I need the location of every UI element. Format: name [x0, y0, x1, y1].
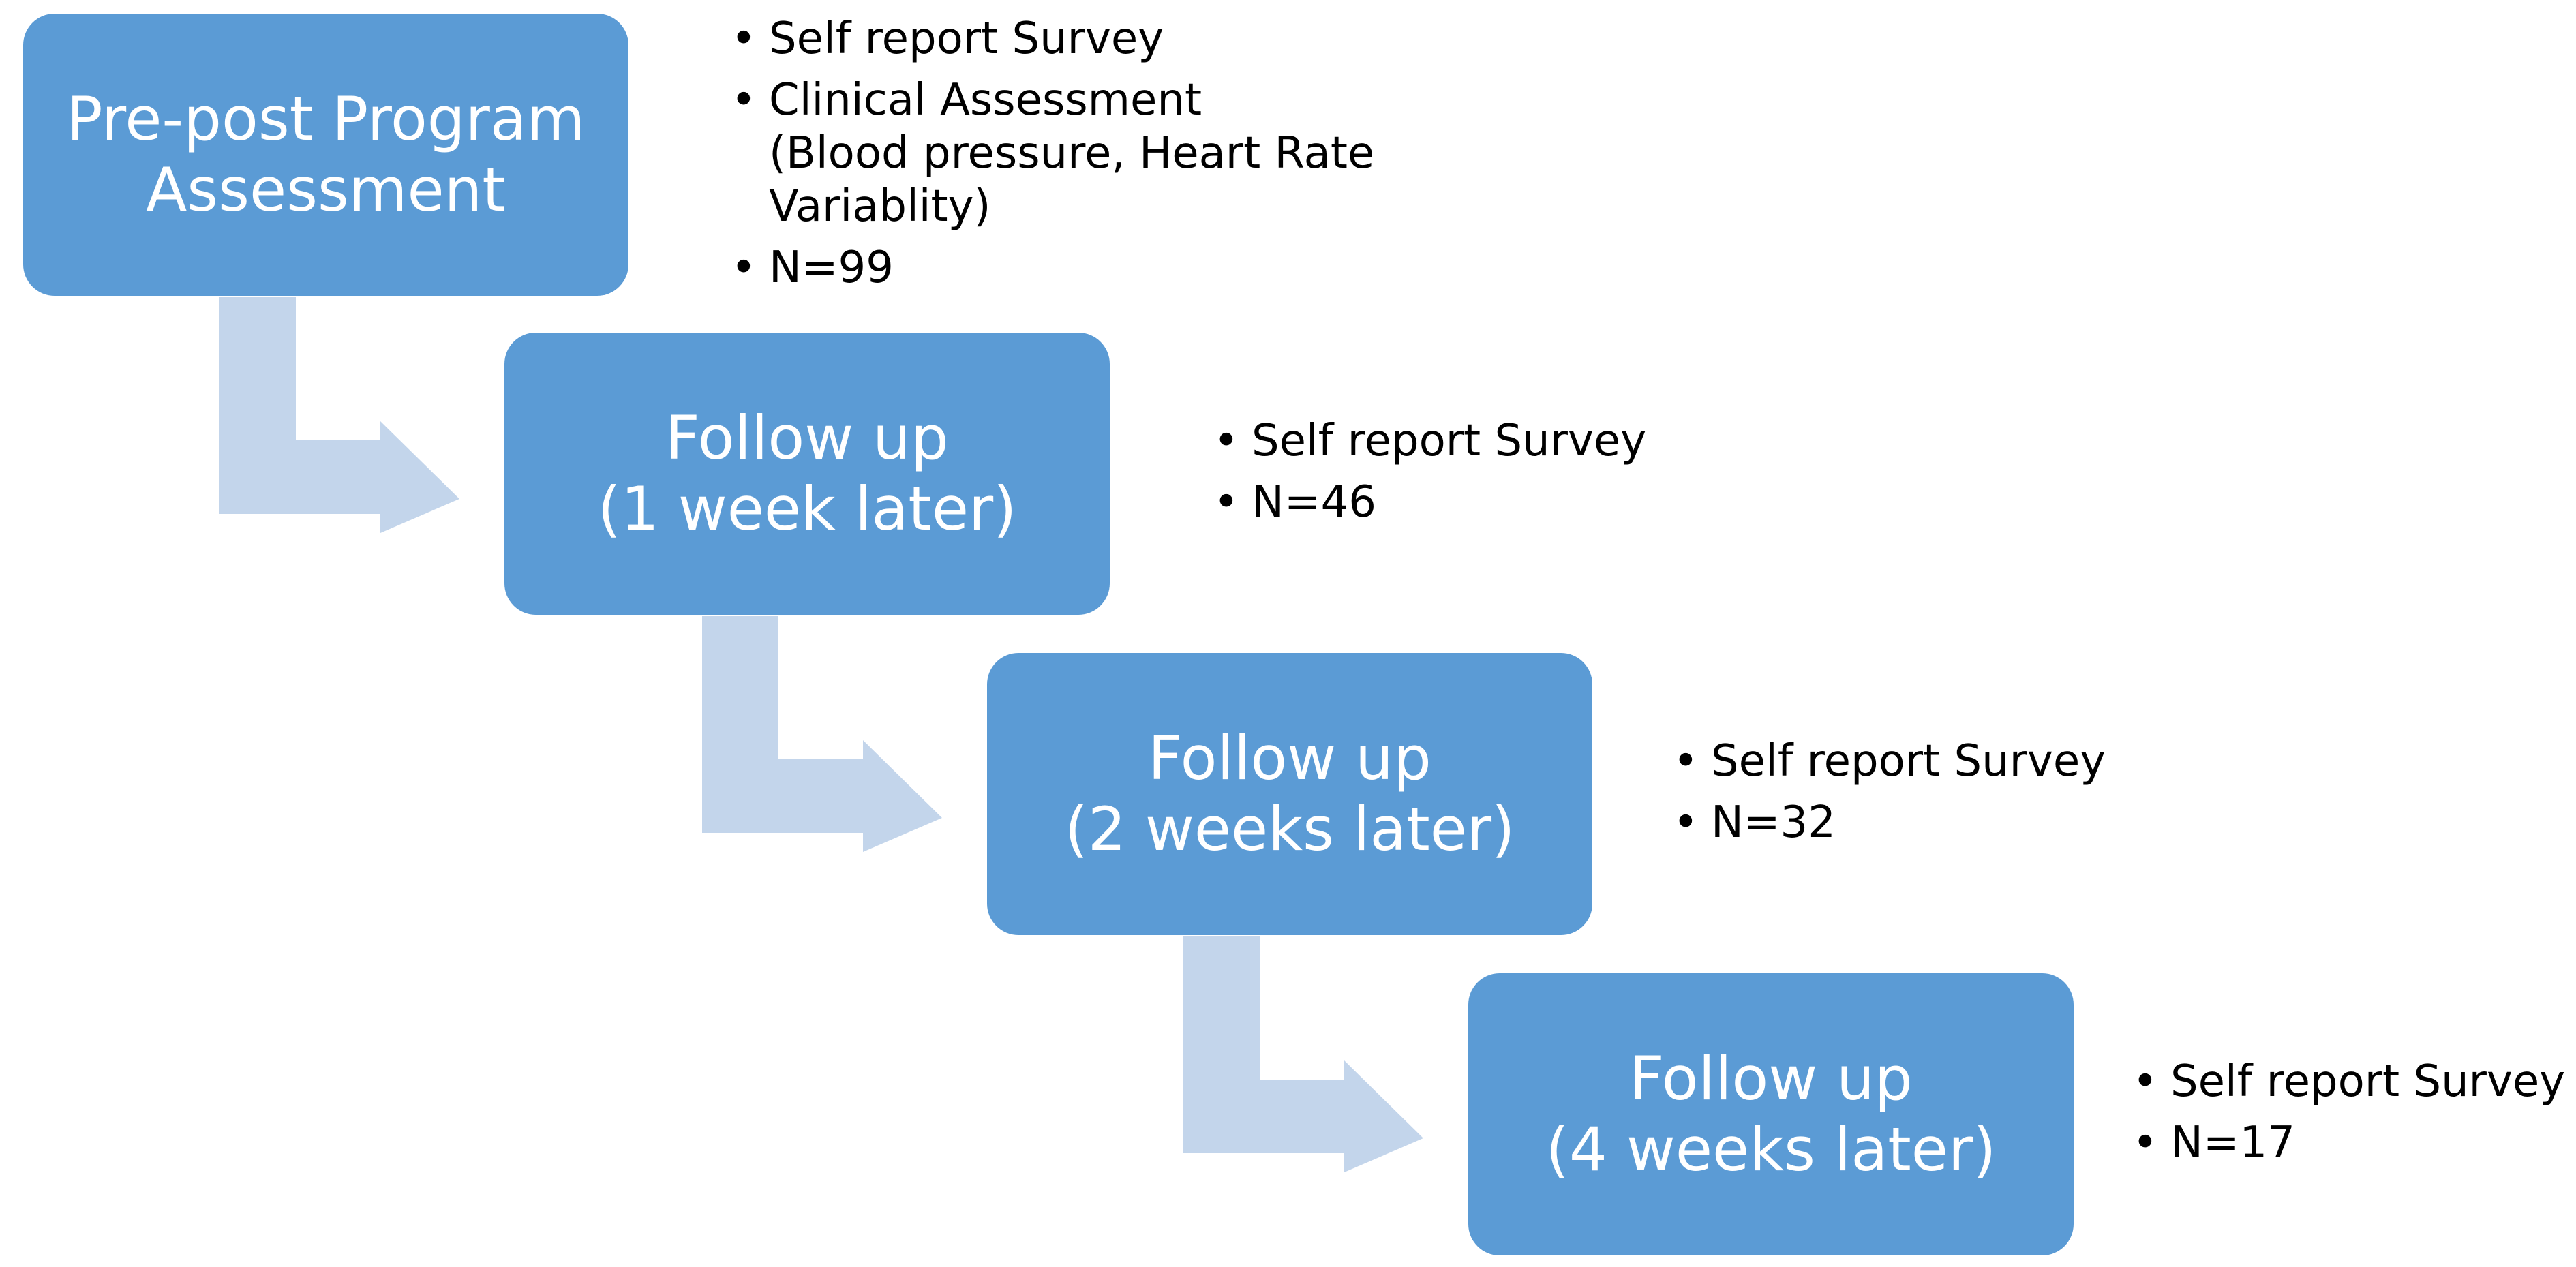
- bullet-item: • N=46: [1213, 476, 1646, 529]
- bullet-item: •N=17: [2132, 1116, 2565, 1170]
- bullet-text: N=17: [2170, 1118, 2295, 1168]
- bullet-text: N=46: [1252, 477, 1376, 528]
- bullet-text: Self report Survey: [1711, 736, 2106, 787]
- bullet-item: •N=99: [731, 241, 1374, 294]
- stage-box-pre-post-assessment: Pre-post Program Assessment: [23, 14, 628, 296]
- stage-box-follow-up-1-week: Follow up (1 week later): [504, 333, 1110, 615]
- bullet-text: Self report Survey: [2170, 1056, 2566, 1107]
- stage-4-bullet-list: •Self report Survey •N=17: [2132, 1055, 2565, 1178]
- bullet-item: •N=32: [1673, 796, 2106, 849]
- bullet-item: •Self report Survey: [731, 12, 1374, 65]
- bent-arrow-shape: [219, 297, 459, 533]
- stage-1-bullet-list: •Self report Survey •Clinical Assessment…: [731, 12, 1374, 303]
- bullet-dot: •: [731, 75, 757, 125]
- stage-title-line2: (1 week later): [597, 474, 1017, 544]
- bent-arrow-icon: [219, 297, 459, 533]
- bullet-text: Clinical Assessment (Blood pressure, Hea…: [769, 75, 1375, 232]
- stage-title-line1: Follow up: [1629, 1043, 1913, 1114]
- bullet-dot: •: [1213, 416, 1239, 466]
- bent-arrow-icon: [702, 616, 942, 852]
- stage-2-bullet-list: • Self report Survey • N=46: [1213, 414, 1646, 537]
- bent-arrow-shape: [702, 616, 942, 852]
- bullet-text: N=99: [769, 243, 894, 293]
- bullet-item: •Clinical Assessment (Blood pressure, He…: [731, 74, 1374, 233]
- bullet-dot: •: [731, 243, 757, 293]
- bullet-item: •Self report Survey: [1673, 735, 2106, 788]
- bullet-dot: •: [1673, 736, 1699, 787]
- stage-title-line1: Follow up: [1148, 723, 1431, 793]
- bullet-item: •Self report Survey: [2132, 1055, 2565, 1108]
- bullet-text: Self report Survey: [769, 14, 1164, 64]
- stage-title-line1: Pre-post Program: [66, 84, 586, 154]
- stage-title-line2: (2 weeks later): [1064, 794, 1515, 864]
- bullet-item: • Self report Survey: [1213, 414, 1646, 468]
- bent-arrow-shape: [1183, 936, 1423, 1172]
- stage-box-follow-up-2-weeks: Follow up (2 weeks later): [987, 653, 1592, 935]
- stage-box-follow-up-4-weeks: Follow up (4 weeks later): [1468, 973, 2074, 1255]
- bullet-dot: •: [731, 14, 757, 64]
- stage-title-line1: Follow up: [665, 403, 949, 473]
- stage-title-line2: (4 weeks later): [1545, 1114, 1997, 1185]
- bullet-dot: •: [2132, 1118, 2158, 1168]
- bullet-text: N=32: [1711, 797, 1836, 848]
- bullet-dot: •: [1213, 477, 1239, 528]
- stage-title-line2: Assessment: [146, 155, 506, 225]
- bent-arrow-icon: [1183, 936, 1423, 1172]
- bullet-dot: •: [2132, 1056, 2158, 1107]
- stage-3-bullet-list: •Self report Survey •N=32: [1673, 735, 2106, 857]
- bullet-dot: •: [1673, 797, 1699, 848]
- bullet-text: Self report Survey: [1252, 416, 1647, 466]
